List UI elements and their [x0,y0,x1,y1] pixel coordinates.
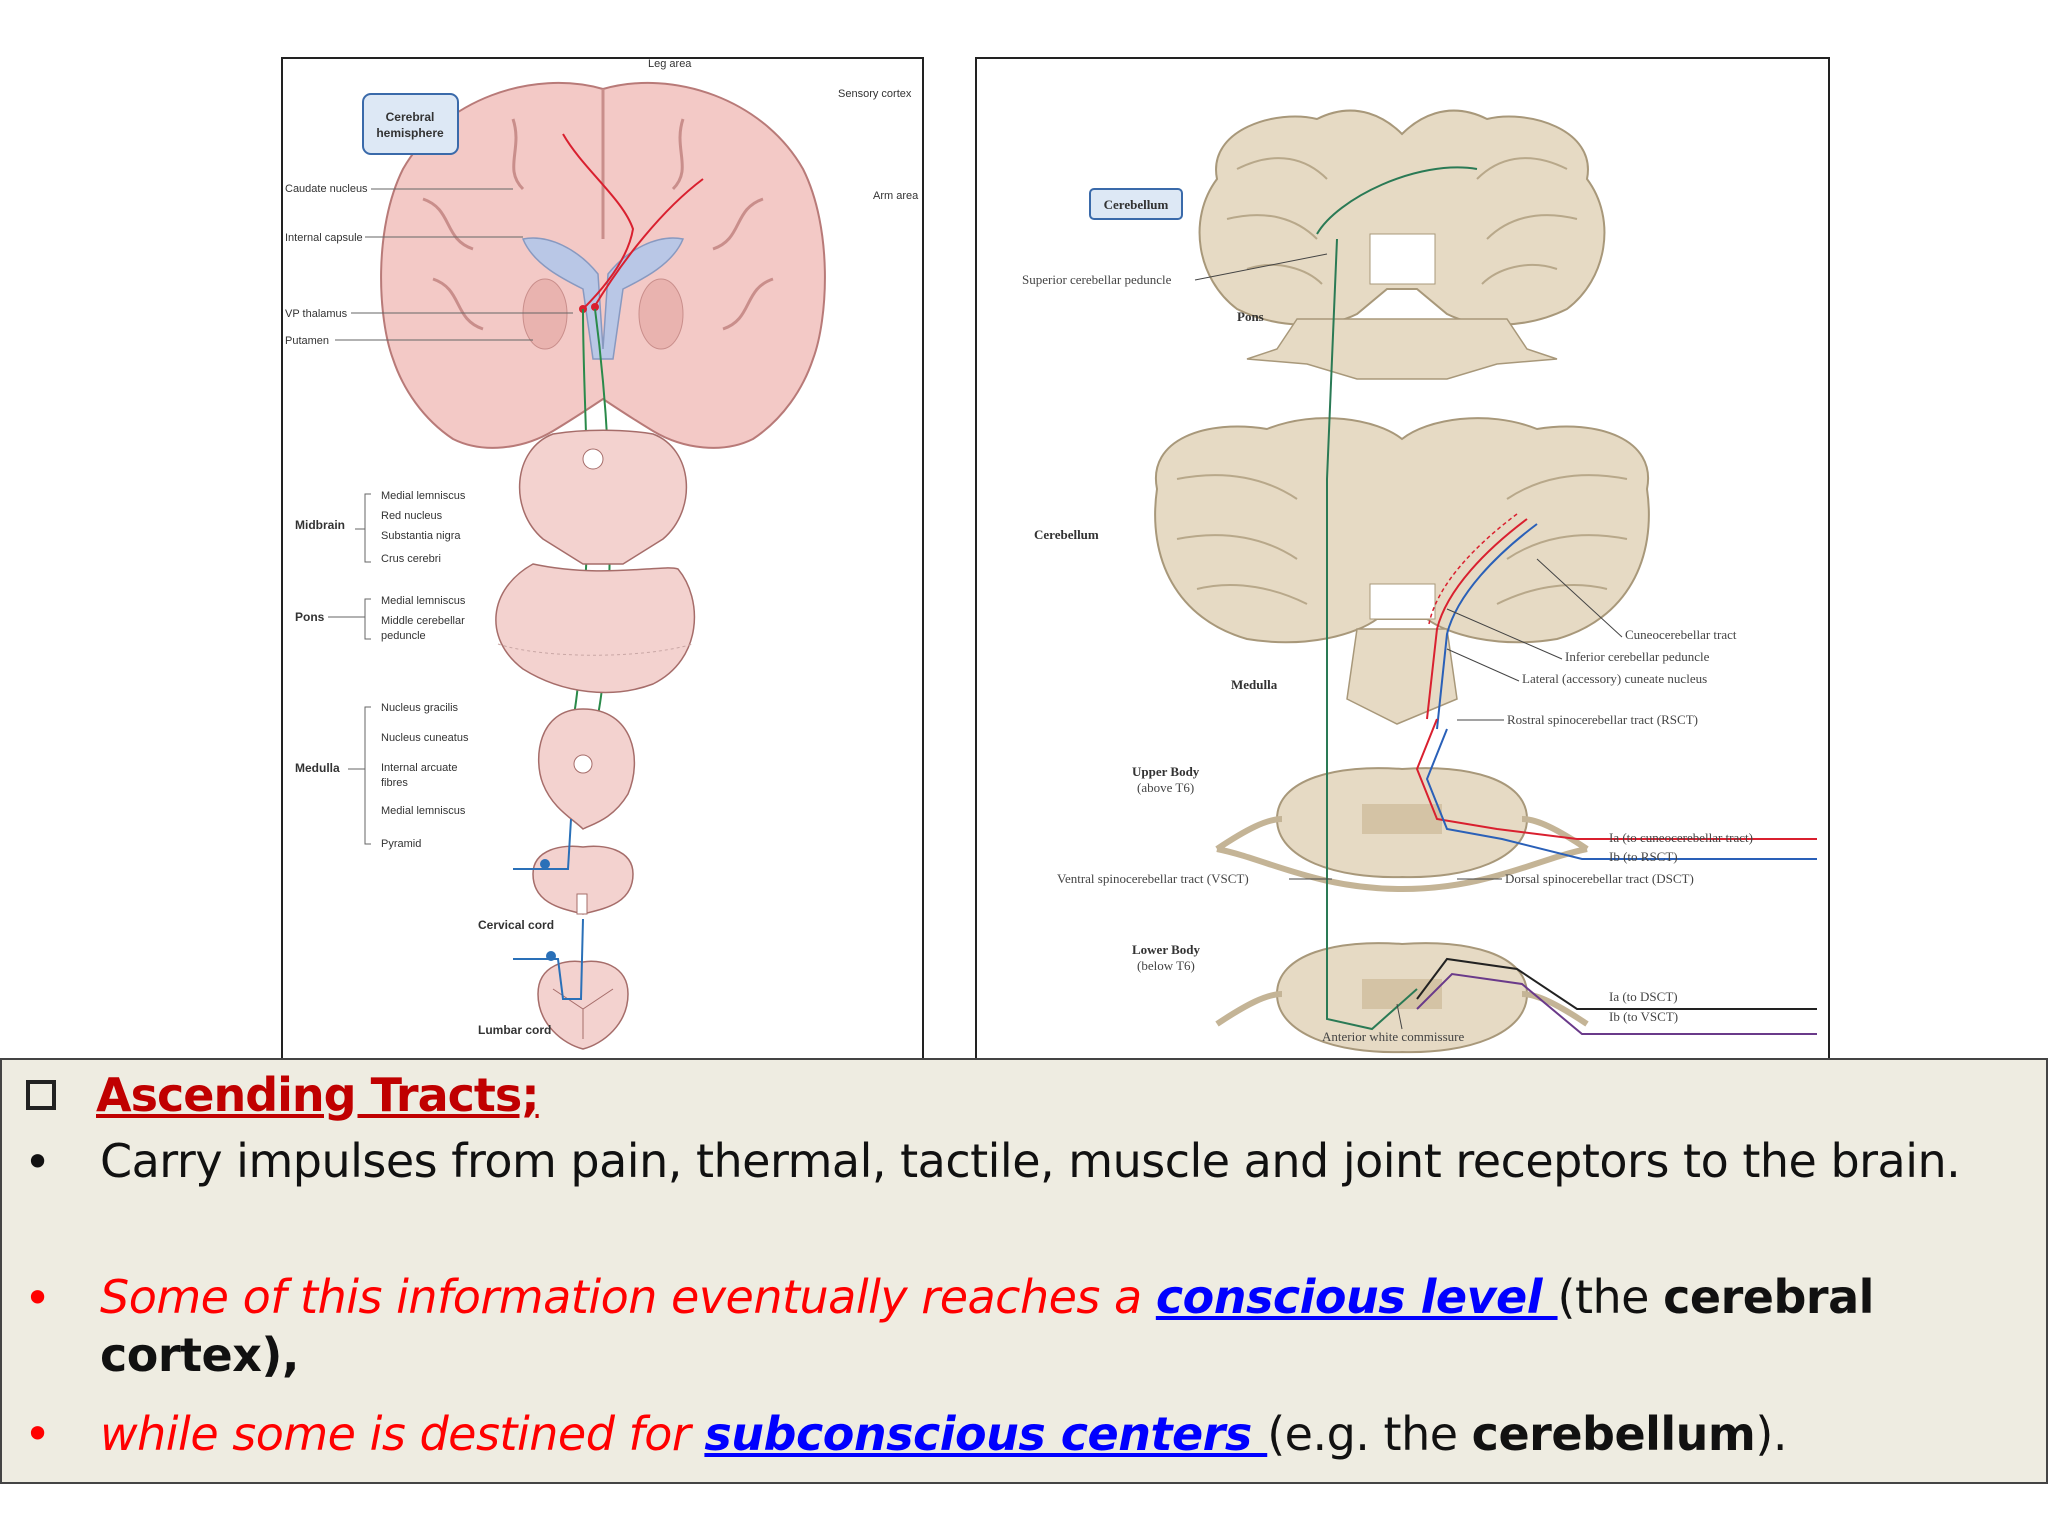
red-nucleus-label: Red nucleus [381,510,443,522]
cerebellum-box-label: Cerebellum [1104,197,1169,212]
medulla-label-right: Medulla [1231,677,1278,692]
lateral-ventricle-shape [521,237,685,360]
inferior-peduncle-label: Inferior cerebellar peduncle [1565,649,1710,664]
lateral-cuneate-label: Lateral (accessory) cuneate nucleus [1522,671,1707,686]
internal-arcuate-label: Internal arcuate [381,762,457,774]
lower-body-label: Lower Body [1132,942,1201,957]
bullet-text-3: while some is destined for subconscious … [100,1404,2040,1464]
nucleus-gracilis-label: Nucleus gracilis [381,702,459,714]
bullet-text-2: Some of this information eventually reac… [100,1268,2040,1384]
crus-cerebri-label: Crus cerebri [381,553,441,565]
bullet-dot-icon: • [24,1135,51,1189]
bullet-2-red-text: Some of this information eventually reac… [100,1270,1156,1324]
dsct-label: Dorsal spinocerebellar tract (DSCT) [1505,871,1694,886]
medial-lemniscus-label-1: Medial lemniscus [381,490,466,502]
dorsal-column-illustration: Cerebral hemisphere Leg area Sensory cor… [285,59,919,1050]
dorsal-column-diagram: Cerebral hemisphere Leg area Sensory cor… [281,57,924,1067]
pons-label-right: Pons [1237,309,1264,324]
substantia-nigra-label: Substantia nigra [381,530,461,542]
ib-rsct-label: Ib (to RSCT) [1609,849,1678,864]
bullet-3-normal-text: (e.g. the [1267,1407,1472,1461]
lumbar-cord-label: Lumbar cord [478,1023,551,1037]
cervical-cord-shape [532,845,634,915]
pons-shape [495,563,696,694]
ia-cuneo-label: Ia (to cuneocerebellar tract) [1609,830,1753,845]
internal-capsule-label: Internal capsule [285,232,363,244]
internal-arcuate-label-2: fibres [381,777,408,789]
checkbox-bullet-icon [26,1080,56,1110]
midbrain-shape [518,429,688,565]
vp-thalamus-label: VP thalamus [285,308,348,320]
midbrain-label: Midbrain [295,518,345,532]
cervical-cord-label: Cervical cord [478,918,554,932]
upper-body-label: Upper Body [1132,764,1200,779]
cerebellum-middle-shape [1154,417,1650,644]
vsct-label: Ventral spinocerebellar tract (VSCT) [1057,871,1249,886]
medial-lemniscus-label-2: Medial lemniscus [381,595,466,607]
bullet-3-end-text: ). [1755,1407,1787,1461]
superior-peduncle-label: Superior cerebellar peduncle [1022,272,1172,287]
rsct-label: Rostral spinocerebellar tract (RSCT) [1507,712,1698,727]
upper-body-label-2: (above T6) [1137,780,1194,795]
ia-dsct-label: Ia (to DSCT) [1609,989,1678,1004]
cerebellum-label: Cerebellum [1034,527,1099,542]
bullet-dot-icon: • [24,1407,51,1461]
cerebral-hemisphere-label-2: hemisphere [376,126,444,140]
medial-lemniscus-label-3: Medial lemniscus [381,805,466,817]
bullet-2-normal-text: (the [1557,1270,1664,1324]
spinocerebellar-illustration: Cerebellum Superior cerebellar peduncle … [1022,109,1817,1054]
medulla-label: Medulla [295,761,340,775]
nucleus-cuneatus-label: Nucleus cuneatus [381,732,469,744]
anterior-commissure-label: Anterior white commissure [1322,1029,1464,1044]
heading-text: Ascending Tracts; [96,1068,540,1122]
cerebellum-top-shape [1198,109,1606,326]
bullet-3-bold-text: cerebellum [1471,1407,1756,1461]
middle-cerebellar-label: Middle cerebellar [381,615,465,627]
spinocerebellar-diagram: Cerebellum Superior cerebellar peduncle … [975,57,1830,1067]
lower-body-label-2: (below T6) [1137,958,1195,973]
bullet-text-1: Carry impulses from pain, thermal, tacti… [100,1134,1961,1188]
ib-vsct-label: Ib (to VSCT) [1609,1009,1678,1024]
section-heading: Ascending Tracts; [26,1068,540,1122]
caudate-nucleus-label: Caudate nucleus [285,183,368,195]
pyramid-label: Pyramid [381,838,421,850]
bullet-2-bold-text: cerebral cortex), [100,1270,1874,1382]
middle-cerebellar-label-2: peduncle [381,630,426,642]
putamen-label: Putamen [285,335,329,347]
arm-area-label: Arm area [873,190,919,202]
bullet-3-red-text: while some is destined for [100,1407,705,1461]
content-text-box: Ascending Tracts; • Carry impulses from … [0,1058,2048,1484]
subconscious-centers-link[interactable]: subconscious centers [704,1407,1268,1461]
conscious-level-link[interactable]: conscious level [1155,1270,1558,1324]
sensory-cortex-label: Sensory cortex [838,88,912,100]
pons-label: Pons [295,610,325,624]
cerebrum-shape [380,81,826,449]
bullet-dot-icon: • [24,1271,51,1325]
leg-area-label: Leg area [648,59,692,70]
cerebral-hemisphere-label: Cerebral [386,110,435,124]
cuneocerebellar-label: Cuneocerebellar tract [1625,627,1737,642]
